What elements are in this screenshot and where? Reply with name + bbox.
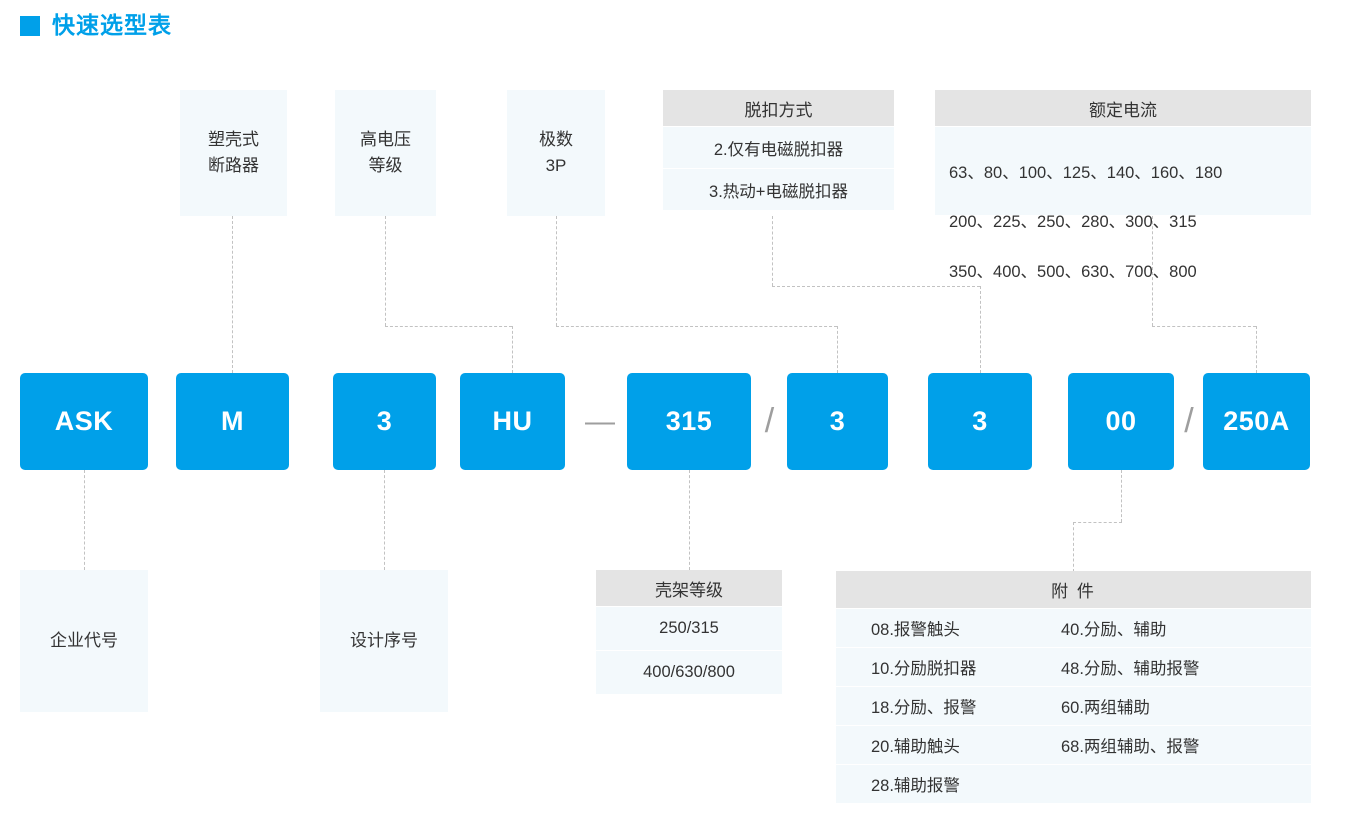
callout-poles: 极数 3P <box>507 90 605 216</box>
callout-design-serial-label: 设计序号 <box>350 630 418 650</box>
page-title: 快速选型表 <box>20 14 172 37</box>
connector-poles-v2 <box>837 326 838 373</box>
accessory-code-left: 28.辅助报警 <box>871 777 960 795</box>
connector-voltage-v1 <box>385 216 386 326</box>
table-frame-level-row: 400/630/800 <box>596 650 782 694</box>
accessory-code-left: 20.辅助触头 <box>871 738 960 756</box>
connector-current-v2 <box>1256 326 1257 373</box>
table-frame-level-header: 壳架等级 <box>596 570 782 606</box>
connector-design <box>384 470 385 570</box>
accessory-code-left: 10.分励脱扣器 <box>871 660 977 678</box>
rated-current-line: 200、225、250、280、300、315 <box>949 213 1197 232</box>
separator-slash-1: / <box>764 402 775 440</box>
connector-frame <box>689 470 690 570</box>
table-row: 08.报警触头 40.分励、辅助 <box>836 608 1311 647</box>
accessory-code-left: 18.分励、报警 <box>871 699 977 717</box>
square-marker-icon <box>20 15 40 36</box>
connector-current-v1 <box>1152 216 1153 326</box>
table-frame-level: 壳架等级 250/315 400/630/800 <box>596 570 782 694</box>
connector-enterprise <box>84 470 85 570</box>
table-accessories-header: 附 件 <box>836 571 1311 608</box>
page-title-text: 快速选型表 <box>52 12 172 38</box>
code-chip-315[interactable]: 315 <box>627 373 751 470</box>
code-chip-ask[interactable]: ASK <box>20 373 148 470</box>
connector-voltage-h <box>385 326 512 327</box>
table-trip-mode-row: 2.仅有电磁脱扣器 <box>663 126 894 168</box>
connector-accessories-h <box>1073 522 1122 523</box>
accessory-code-right: 48.分励、辅助报警 <box>1061 660 1200 678</box>
separator-dash: — <box>585 404 615 438</box>
table-row: 18.分励、报警 60.两组辅助 <box>836 686 1311 725</box>
code-chip-3-trip[interactable]: 3 <box>928 373 1032 470</box>
accessory-code-right: 68.两组辅助、报警 <box>1061 738 1200 756</box>
table-rated-current-body: 63、80、100、125、140、160、180 200、225、250、28… <box>935 126 1311 281</box>
table-rated-current-header: 额定电流 <box>935 90 1311 126</box>
code-chip-hu[interactable]: HU <box>460 373 565 470</box>
table-rated-current: 额定电流 63、80、100、125、140、160、180 200、225、2… <box>935 90 1311 281</box>
accessory-code-right: 40.分励、辅助 <box>1061 621 1167 639</box>
callout-molded-case-label: 塑壳式 断路器 <box>208 129 259 175</box>
connector-accessories-v2 <box>1073 522 1074 572</box>
connector-accessories-v1 <box>1121 470 1122 522</box>
code-chip-00[interactable]: 00 <box>1068 373 1174 470</box>
callout-enterprise-code-label: 企业代号 <box>50 630 118 650</box>
connector-current-h <box>1152 326 1256 327</box>
table-trip-mode: 脱扣方式 2.仅有电磁脱扣器 3.热动+电磁脱扣器 <box>663 90 894 210</box>
table-trip-mode-row: 3.热动+电磁脱扣器 <box>663 168 894 210</box>
connector-poles-h <box>556 326 837 327</box>
connector-molded-case <box>232 216 233 373</box>
table-accessories: 附 件 08.报警触头 40.分励、辅助 10.分励脱扣器 48.分励、辅助报警… <box>836 571 1311 803</box>
code-chip-250a[interactable]: 250A <box>1203 373 1310 470</box>
callout-voltage-level: 高电压 等级 <box>335 90 436 216</box>
table-row: 10.分励脱扣器 48.分励、辅助报警 <box>836 647 1311 686</box>
callout-design-serial: 设计序号 <box>320 570 448 712</box>
callout-molded-case: 塑壳式 断路器 <box>180 90 287 216</box>
code-chip-m[interactable]: M <box>176 373 289 470</box>
table-trip-mode-header: 脱扣方式 <box>663 90 894 126</box>
callout-enterprise-code: 企业代号 <box>20 570 148 712</box>
table-frame-level-row: 250/315 <box>596 606 782 650</box>
connector-poles-v1 <box>556 216 557 326</box>
callout-poles-label: 极数 3P <box>539 129 573 175</box>
table-row: 20.辅助触头 68.两组辅助、报警 <box>836 725 1311 764</box>
code-chip-3-poles[interactable]: 3 <box>787 373 888 470</box>
connector-trip-v1 <box>772 216 773 286</box>
accessory-code-right: 60.两组辅助 <box>1061 699 1150 717</box>
code-chip-3-design[interactable]: 3 <box>333 373 436 470</box>
rated-current-line: 63、80、100、125、140、160、180 <box>949 163 1223 182</box>
callout-voltage-level-label: 高电压 等级 <box>360 129 411 175</box>
connector-trip-v2 <box>980 286 981 373</box>
connector-trip-h <box>772 286 980 287</box>
connector-voltage-v2 <box>512 326 513 373</box>
rated-current-line: 350、400、500、630、700、800 <box>949 262 1197 281</box>
separator-slash-2: / <box>1184 402 1194 440</box>
table-row: 28.辅助报警 <box>836 764 1311 803</box>
accessory-code-left: 08.报警触头 <box>871 621 960 639</box>
